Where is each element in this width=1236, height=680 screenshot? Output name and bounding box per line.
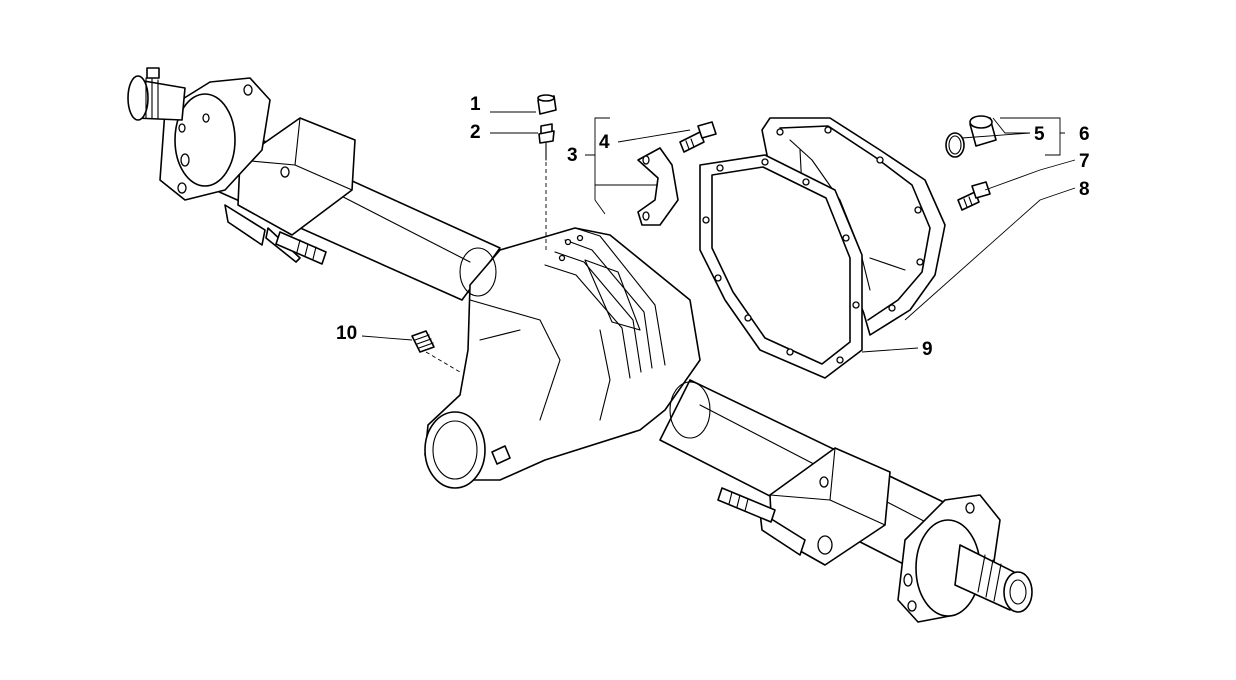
differential-housing <box>424 227 711 489</box>
part-7-bolt <box>957 181 991 211</box>
part-1-cap <box>537 94 557 115</box>
left-stud <box>275 231 327 265</box>
part-6-plug-seal <box>969 115 997 147</box>
leader-lines <box>361 111 1076 353</box>
callout-2: 2 <box>470 122 481 143</box>
callout-3: 3 <box>567 145 578 166</box>
part-5-plug <box>945 132 965 158</box>
callout-labels: 1 2 3 4 5 6 7 8 9 10 <box>336 94 1090 360</box>
callout-10: 10 <box>336 323 357 344</box>
right-axle-spindle <box>954 544 1033 613</box>
part-3-bearing-cap <box>637 147 679 226</box>
callout-5: 5 <box>1034 124 1045 145</box>
left-spring-seat-bracket <box>224 117 356 263</box>
cover-gasket <box>699 154 863 379</box>
callout-4: 4 <box>599 132 610 153</box>
right-stud <box>717 487 776 523</box>
callout-9: 9 <box>922 339 933 360</box>
callout-7: 7 <box>1079 151 1090 172</box>
left-hub-flange <box>159 77 271 201</box>
part-10-drain-plug <box>411 330 461 373</box>
part-2-breather <box>538 123 555 250</box>
callout-8: 8 <box>1079 179 1090 200</box>
callout-6: 6 <box>1079 124 1090 145</box>
callout-1: 1 <box>470 94 481 115</box>
part-4-bolt <box>679 121 717 153</box>
left-axle-spindle <box>127 67 186 121</box>
